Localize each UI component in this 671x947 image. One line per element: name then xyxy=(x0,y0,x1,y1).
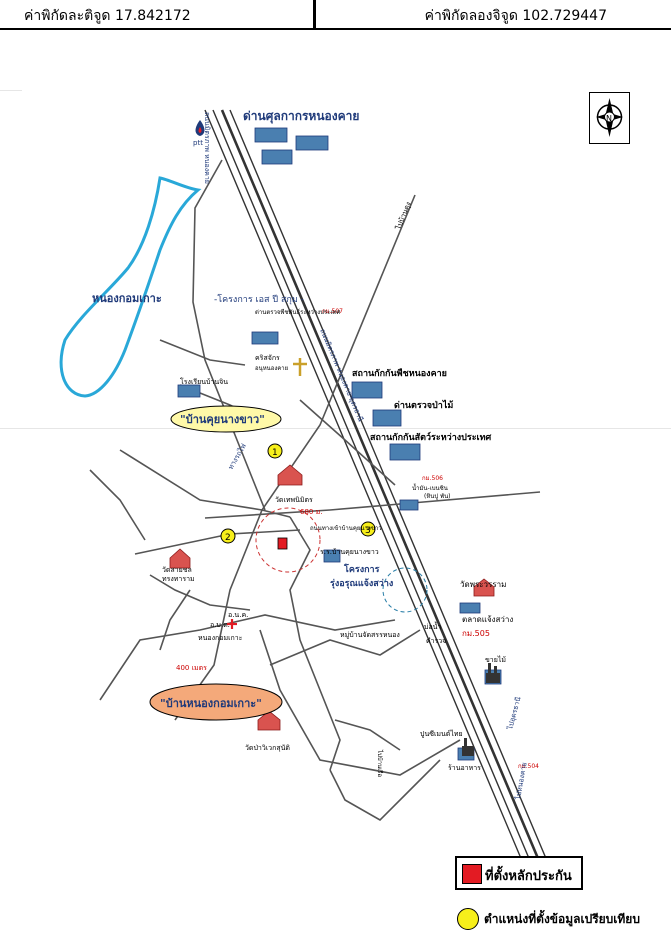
radius-circle xyxy=(382,567,428,613)
legend-collateral-label: ที่ตั้งหลักประกัน xyxy=(485,869,572,884)
intl-checkpoint-label: ด่านตรวจพืชพันธุ์ระหว่างประเทศ xyxy=(255,308,340,316)
svg-text:ptt: ptt xyxy=(193,139,203,147)
svg-text:2: 2 xyxy=(225,533,231,543)
comparison-marker-3: 3 xyxy=(360,521,376,537)
customs-buildings xyxy=(254,127,329,165)
project2b-label: รุ่งอรุณแจ้งสว่าง xyxy=(330,578,393,589)
project-esp-label: -โครงการ เอส ปี สกุม - xyxy=(214,294,304,305)
north-arrow: N xyxy=(589,92,630,144)
ptt-logo: ptt xyxy=(193,120,205,147)
police-label: ตำรวจ xyxy=(426,637,446,645)
comparison-marker-2: 2 xyxy=(220,528,236,544)
ortorpor-label: อ.บ.ต. xyxy=(210,621,230,629)
legend-comparison-label: ตำแหน่งที่ตั้งข้อมูลเปรียบเทียบ xyxy=(484,912,640,926)
road-left-label: ถนนมิตรภาพ หนองคาย xyxy=(203,112,211,184)
church-icon xyxy=(293,358,307,376)
road-udon-label: ไปอุดรธานี xyxy=(505,696,523,732)
latitude-label: ค่าพิกัดละติจูด 17.842172 xyxy=(24,8,191,24)
svg-text:3: 3 xyxy=(365,526,371,536)
coordinate-header: ค่าพิกัดละติจูด 17.842172 ค่าพิกัดลองจิจ… xyxy=(0,0,671,30)
frame-line xyxy=(0,428,671,429)
longitude-label: ค่าพิกัดลองจิจูด 102.729447 xyxy=(424,8,607,24)
temple-sai2-label: ทรงทาราม xyxy=(162,575,195,583)
lake-shape xyxy=(59,176,202,398)
collateral-marker xyxy=(277,537,288,550)
factory-icon xyxy=(462,663,500,756)
ban-nong-kom-koh-label: "บ้านหนองกอมเกาะ" xyxy=(160,697,262,710)
village-ellipse-ban-khu-nang-khao xyxy=(170,405,282,433)
forest-checkpoint-label: ด่านตรวจป่าไม้ xyxy=(394,399,453,411)
school2-label: ร.ร.บ้านคุยนางขาว xyxy=(320,548,379,556)
location-map: ptt 1 2 3 ด่านศุลกากรหนองคาย หนองกอมเกาะ… xyxy=(59,109,554,876)
animal-quarantine-label: สถานกักกันสัตว์ระหว่างประเทศ xyxy=(370,431,492,443)
comparison-marker-1: 1 xyxy=(267,443,283,459)
church2-label: อนุหนองคาย xyxy=(255,365,288,372)
nong-kom-koh-village-label: หนองกอมเกาะ xyxy=(198,634,243,642)
school-label: โรงเรียนบ้านจิน xyxy=(180,377,228,386)
header-divider xyxy=(313,0,316,30)
svg-text:N: N xyxy=(606,114,612,123)
fuel-label: น้ำมัน-เบนซิน xyxy=(412,482,448,492)
village-moo-label: หมู่บ้านจัดสรรหนอง xyxy=(340,631,400,639)
svg-text:1: 1 xyxy=(272,448,278,458)
comparison-swatch xyxy=(457,908,479,930)
workshop-label: ร้านอาหาร xyxy=(448,764,481,772)
cement-label: ปูนซีเมนต์ไทย xyxy=(420,729,463,738)
project2-label: โครงการ xyxy=(343,563,380,575)
sawmill-label: ขายไม้ xyxy=(485,655,506,664)
highway xyxy=(204,109,554,876)
lake-label: หนองกอมเกาะ xyxy=(92,292,162,305)
hospital-icon xyxy=(227,619,237,629)
collateral-swatch xyxy=(462,864,482,884)
frame-line xyxy=(0,90,22,91)
road-via-label: ถนนทางเข้าบ้านคุยนางขาว xyxy=(310,525,382,532)
temple-wimon-label: วัดป่าวิเวกสุนัติ xyxy=(245,744,290,752)
pond-label: บ่อน้ำ xyxy=(424,620,441,631)
hospital-label: อ.น.ค. xyxy=(228,611,248,619)
temple-phrawara-label: วัดพระวรราม xyxy=(460,580,506,589)
distance-400-label: 400 เมตร xyxy=(176,664,207,672)
km507-label: กม.507 xyxy=(322,308,343,315)
church-label: คริสจักร xyxy=(255,354,280,362)
temple-thep-label: วัดเทพนิมิตร xyxy=(275,496,313,504)
radius-circle xyxy=(255,507,321,573)
market-label: ตลาดแจ้งสว่าง xyxy=(462,615,513,624)
temple-icons xyxy=(169,464,495,731)
distance-680-label: 680 ม. xyxy=(300,508,322,516)
customs-label: ด่านศุลกากรหนองคาย xyxy=(243,109,359,124)
road-ban-rat-label: ไปบ้านเรือ xyxy=(376,749,384,777)
km506-label: กม.506 xyxy=(422,475,443,482)
quarantine-station-label: สถานกักกันพืชหนองคาย xyxy=(352,367,447,379)
road-to-nongkhai-label: ไปหนองคาย xyxy=(513,762,529,802)
fuel2-label: (หินปู พัน) xyxy=(424,493,451,500)
village-ellipse-ban-nong-kom-koh xyxy=(149,683,283,721)
km505-label: กม.505 xyxy=(462,629,490,638)
railway-label: ทางรถไฟ xyxy=(226,442,248,471)
temple-sai-label: วัดสายชล xyxy=(162,566,192,574)
ban-khu-nang-khao-label: "บ้านคุยนางขาว" xyxy=(180,413,265,427)
legend-collateral: ที่ตั้งหลักประกัน xyxy=(455,856,583,890)
km504-label: กม.504 xyxy=(518,763,539,770)
road-ban-label: ไปบ้านดุง xyxy=(393,200,413,231)
